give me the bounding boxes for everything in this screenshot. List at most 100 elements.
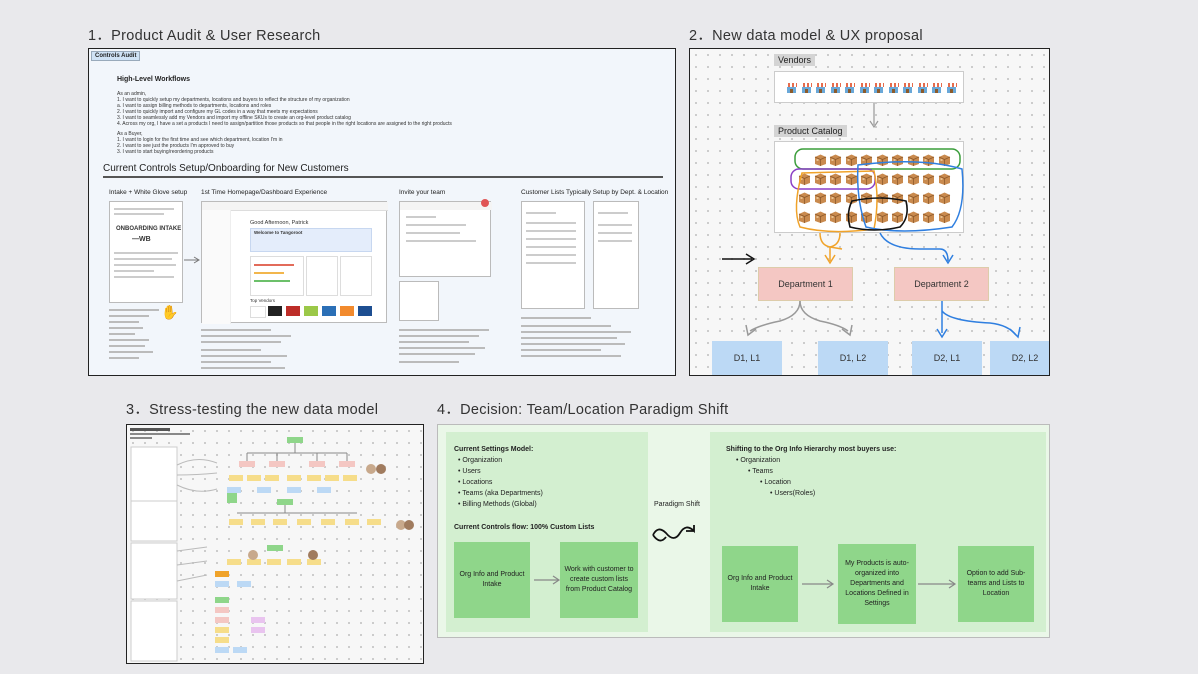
current-item-teams: • Teams (aka Departments) bbox=[458, 490, 543, 497]
left-org-info-box[interactable]: Org Info and Product Intake bbox=[454, 542, 530, 618]
buyer-item-2: 2. I want to see just the products I'm a… bbox=[117, 143, 235, 149]
product-catalog-label: Product Catalog bbox=[774, 125, 847, 137]
product-box-icon bbox=[814, 153, 827, 166]
vendor-store-icon bbox=[815, 81, 826, 93]
product-box-icon bbox=[907, 191, 920, 204]
admin-item-1: 1. I want to quickly setup my department… bbox=[117, 97, 350, 103]
stress-test-panel[interactable] bbox=[126, 424, 424, 664]
vendor-store-icon bbox=[916, 81, 928, 93]
top-vendors-label: Top Vendors bbox=[250, 298, 276, 303]
leaf-d1-l1[interactable]: D1, L1 bbox=[712, 341, 782, 375]
product-box-icon bbox=[907, 210, 920, 223]
invite-team-screenshot bbox=[399, 201, 492, 277]
admin-label: As an admin, bbox=[117, 91, 147, 97]
catalog-connector-lines bbox=[722, 148, 1021, 339]
product-box-icon bbox=[829, 191, 842, 204]
vendor-store-icon bbox=[800, 81, 812, 93]
right-org-info-box[interactable]: Org Info and Product Intake bbox=[722, 546, 798, 622]
vendor-store-icon bbox=[945, 81, 957, 93]
section-title-decision: 4．Decision: Team/Location Paradigm Shift bbox=[437, 402, 729, 418]
controls-audit-tag: Controls Audit bbox=[91, 51, 141, 61]
product-box-icon bbox=[829, 153, 842, 166]
audit-panel[interactable]: Controls Audit High-Level Workflows As a… bbox=[88, 48, 676, 376]
vendor-store-icon bbox=[931, 81, 942, 93]
product-box-icon bbox=[938, 153, 951, 166]
left-custom-lists-box[interactable]: Work with customer to create custom list… bbox=[560, 542, 638, 618]
current-item-locations: • Locations bbox=[458, 479, 493, 486]
intake-doc-screenshot: ONBOARDING INTAKE —WB bbox=[109, 201, 183, 303]
current-settings-heading: Current Settings Model: bbox=[454, 446, 534, 453]
leaf-d2-l1[interactable]: D2, L1 bbox=[912, 341, 982, 375]
product-box-icon bbox=[891, 210, 904, 223]
product-box-icon bbox=[845, 153, 858, 166]
right-auto-organized-box[interactable]: My Products is auto-organized into Depar… bbox=[838, 544, 916, 624]
product-box-icon bbox=[845, 172, 858, 185]
product-box-icon bbox=[860, 172, 873, 185]
decision-panel[interactable]: Current Settings Model: • Organization •… bbox=[437, 424, 1050, 638]
org-hierarchy-heading: Shifting to the Org Info Hierarchy most … bbox=[726, 446, 897, 453]
left-flow-arrow bbox=[534, 575, 561, 585]
admin-item-1a: a. I want to assign billing methods to d… bbox=[117, 103, 272, 109]
data-model-panel[interactable]: Vendors Product Catalog bbox=[689, 48, 1050, 376]
buyer-item-3: 3. I want to start buying/reordering pro… bbox=[117, 149, 214, 155]
product-box-icon bbox=[798, 191, 811, 204]
controls-setup-heading: Current Controls Setup/Onboarding for Ne… bbox=[103, 163, 349, 174]
col-intake: Intake + White Glove setup bbox=[109, 189, 188, 196]
section-title-stress-test: 3．Stress-testing the new data model bbox=[126, 402, 379, 418]
product-box-icon bbox=[814, 191, 827, 204]
buyer-label: As a Buyer, bbox=[117, 131, 143, 137]
paradigm-shift-squiggle bbox=[652, 525, 695, 542]
product-box-icon bbox=[922, 210, 935, 223]
product-box-icon bbox=[798, 210, 811, 223]
stress-test-diagram bbox=[130, 428, 414, 662]
leaf-d1-l2[interactable]: D1, L2 bbox=[818, 341, 888, 375]
product-box-icon bbox=[814, 172, 827, 185]
col-homepage: 1st Time Homepage/Dashboard Experience bbox=[201, 189, 328, 196]
right-sub-teams-box[interactable]: Option to add Sub-teams and Lists to Loc… bbox=[958, 546, 1034, 622]
current-item-users: • Users bbox=[458, 468, 481, 475]
admin-item-2: 2. I want to quickly import and configur… bbox=[117, 109, 318, 115]
department-2-node[interactable]: Department 2 bbox=[894, 267, 989, 301]
invite-modal-screenshot bbox=[399, 281, 439, 321]
vendor-store-icon bbox=[829, 81, 841, 93]
product-box-icon bbox=[922, 172, 935, 185]
new-item-location: • Location bbox=[760, 479, 791, 486]
col-invite: Invite your team bbox=[399, 189, 446, 196]
new-model-panel: Shifting to the Org Info Hierarchy most … bbox=[710, 432, 1046, 632]
dashboard-greeting: Good Afternoon, Patrick bbox=[250, 220, 309, 226]
product-box-icon bbox=[891, 153, 904, 166]
brand-mark: —WB bbox=[132, 236, 151, 243]
high-level-workflows-heading: High-Level Workflows bbox=[117, 76, 190, 83]
leaf-d2-l2[interactable]: D2, L2 bbox=[990, 341, 1049, 375]
new-item-users: • Users(Roles) bbox=[770, 490, 816, 497]
current-model-panel: Current Settings Model: • Organization •… bbox=[446, 432, 648, 632]
paradigm-shift-label: Paradigm Shift bbox=[654, 501, 700, 508]
hand-icon: ✋ bbox=[161, 304, 179, 320]
section-title-audit: 1．Product Audit & User Research bbox=[88, 28, 321, 44]
product-box-icon bbox=[891, 172, 904, 185]
product-box-icon bbox=[907, 172, 920, 185]
vendor-store-icon bbox=[887, 81, 899, 93]
product-box-icon bbox=[829, 172, 842, 185]
vendors-label: Vendors bbox=[774, 54, 816, 66]
product-box-icon bbox=[814, 210, 827, 223]
current-item-billing: • Billing Methods (Global) bbox=[458, 501, 537, 508]
lists-screenshot-2 bbox=[593, 201, 639, 309]
vendor-store-icon bbox=[902, 81, 913, 93]
vendor-store-icon bbox=[873, 81, 884, 93]
section-title-data-model: 2．New data model & UX proposal bbox=[689, 28, 923, 44]
arrow-vendors-to-catalog bbox=[869, 103, 879, 129]
product-box-icon bbox=[829, 210, 842, 223]
product-box-icon bbox=[938, 210, 951, 223]
product-box-icon bbox=[938, 191, 951, 204]
vendor-store-icon bbox=[858, 81, 870, 93]
new-item-organization: • Organization bbox=[736, 457, 781, 464]
department-1-node[interactable]: Department 1 bbox=[758, 267, 853, 301]
onboarding-intake-text: ONBOARDING INTAKE bbox=[116, 226, 182, 232]
product-box-icon bbox=[876, 172, 889, 185]
right-flow-arrow-2 bbox=[918, 579, 957, 589]
buyer-item-1: 1. I want to login for the first time an… bbox=[117, 137, 283, 143]
product-box-icon bbox=[876, 210, 889, 223]
col-customer-lists: Customer Lists Typically Setup by Dept. … bbox=[521, 189, 669, 196]
vendor-store-icon bbox=[844, 81, 855, 93]
